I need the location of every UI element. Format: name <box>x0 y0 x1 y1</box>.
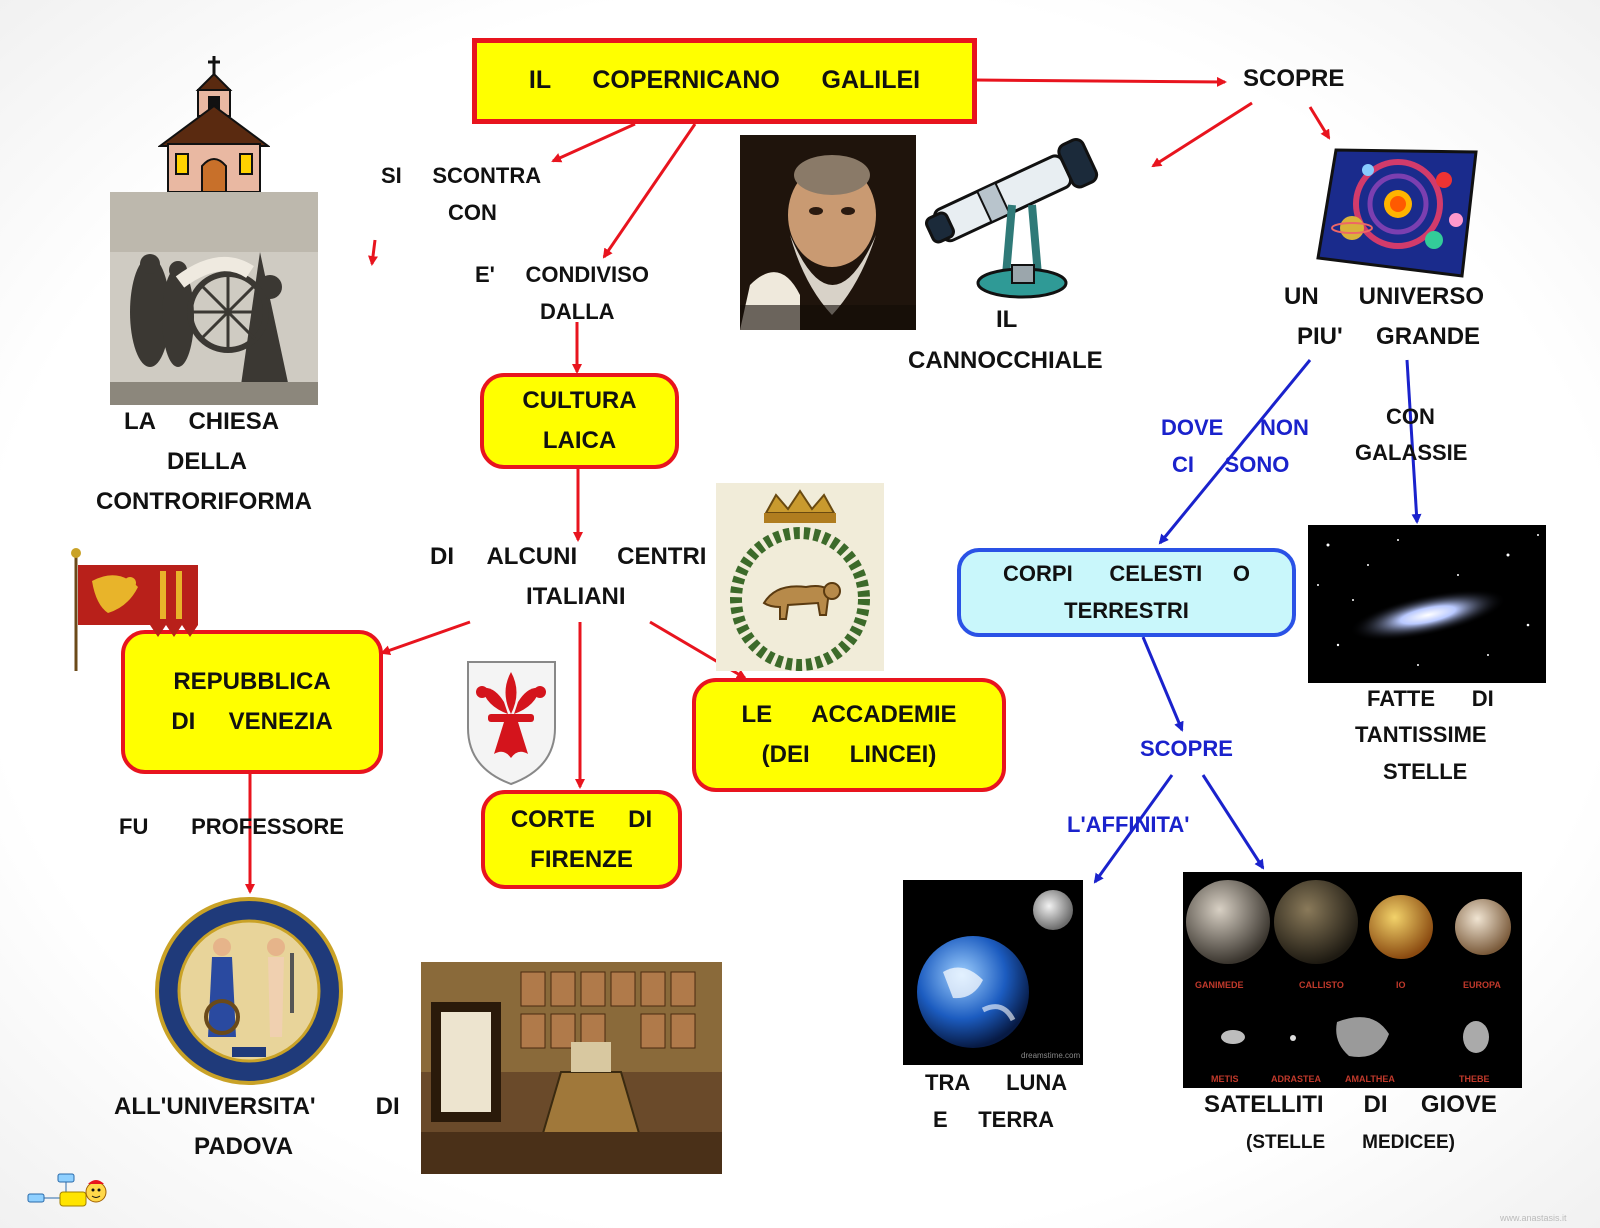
firenze-label: FIRENZE <box>530 845 633 873</box>
professore-label: FU PROFESSORE <box>119 814 344 839</box>
piu-grande-label: PIU' GRANDE <box>1297 323 1481 350</box>
moon-label-callisto: CALLISTO <box>1299 980 1344 990</box>
con-label: CON <box>448 200 497 225</box>
repubblica-label: REPUBBLICA <box>173 668 331 696</box>
padova-university-seal-icon <box>152 897 347 1085</box>
si-scontra-label: SI SCONTRA <box>381 163 542 188</box>
lincei-label: (DEI LINCEI) <box>761 741 937 768</box>
moon-label-metis: METIS <box>1211 1074 1239 1084</box>
dreamstime-watermark: dreamstime.com <box>1021 1051 1080 1060</box>
dove-non-label: DOVE NON <box>1161 415 1309 440</box>
cultura-label: CULTURA <box>522 387 637 415</box>
padova-label: PADOVA <box>194 1133 294 1160</box>
stelle-label: STELLE <box>1383 759 1468 784</box>
moon-label-ganimede: GANIMEDE <box>1195 980 1244 990</box>
con-galassie-label-1: CON <box>1386 404 1435 429</box>
chiesa-label-3: CONTRORIFORMA <box>96 488 312 515</box>
affinita-label: L'AFFINITA' <box>1067 812 1190 837</box>
jupiter-moons-photo-image: GANIMEDE CALLISTO IO EUROPA METIS ADRAST… <box>1183 872 1522 1088</box>
tra-luna-label: TRA LUNA <box>925 1070 1068 1095</box>
di-venezia-label: DI VENEZIA <box>171 708 333 735</box>
galaxy-image <box>1308 525 1546 683</box>
cannocchiale-label: CANNOCCHIALE <box>908 347 1103 374</box>
corpi-label: CORPI CELESTI O <box>1003 561 1250 587</box>
venetian-flag-icon <box>68 547 200 673</box>
fatte-label: FATTE DI <box>1367 686 1494 711</box>
moon-label-amalthea: AMALTHEA <box>1345 1074 1395 1084</box>
university-hall-photo-image <box>421 962 722 1174</box>
satelliti-label: SATELLITI DI GIOVE <box>1204 1091 1497 1118</box>
laica-label: LAICA <box>542 427 617 454</box>
universita-label: ALL'UNIVERSITA' DI <box>114 1093 400 1120</box>
condiviso-label: E' CONDIVISO <box>475 262 649 287</box>
corte-firenze-box: CORTE DI FIRENZE <box>481 790 682 889</box>
scopre-label-top: SCOPRE <box>1243 65 1345 92</box>
moon-label-thebe: THEBE <box>1459 1074 1490 1084</box>
solar-system-icon <box>1316 140 1482 280</box>
moon-label-adrastea: ADRASTEA <box>1271 1074 1322 1084</box>
venezia-box: REPUBBLICA DI VENEZIA <box>121 630 383 774</box>
moon-label-europa: EUROPA <box>1463 980 1501 990</box>
centri-label: DI ALCUNI CENTRI <box>430 543 707 570</box>
galileo-portrait-image <box>740 135 916 330</box>
cultura-laica-box: CULTURA LAICA <box>480 373 679 469</box>
corner-watermark: www.anastasis.it <box>1500 1213 1567 1223</box>
medicee-label: (STELLE MEDICEE) <box>1246 1132 1456 1153</box>
terrestri-label: TERRESTRI <box>1064 597 1189 623</box>
accademie-label: LE ACCADEMIE <box>741 701 957 729</box>
church-icon <box>158 54 270 194</box>
mapper-logo-icon <box>26 1172 112 1214</box>
earth-moon-photo-image: dreamstime.com <box>903 880 1083 1065</box>
il-label: IL <box>996 306 1018 333</box>
dalla-label: DALLA <box>540 299 615 324</box>
lincei-lynx-emblem-icon <box>716 483 884 671</box>
scopre-label-blue: SCOPRE <box>1140 736 1233 761</box>
telescope-icon <box>922 115 1102 305</box>
inquisition-engraving-image <box>110 192 318 405</box>
e-terra-label: E TERRA <box>933 1107 1055 1132</box>
con-galassie-label-2: GALASSIE <box>1355 440 1468 465</box>
title-box: IL COPERNICANO GALILEI <box>472 38 977 124</box>
title-text: IL COPERNICANO GALILEI <box>528 66 921 95</box>
corpi-celesti-box: CORPI CELESTI O TERRESTRI <box>957 548 1296 637</box>
chiesa-label-1: LA CHIESA <box>124 408 280 435</box>
chiesa-label-2: DELLA <box>167 448 247 475</box>
accademie-box: LE ACCADEMIE (DEI LINCEI) <box>692 678 1006 792</box>
moon-label-io: IO <box>1396 980 1406 990</box>
florence-lily-crest-icon <box>464 658 559 786</box>
universo-label: UN UNIVERSO <box>1284 283 1485 310</box>
tantissime-label: TANTISSIME <box>1355 722 1487 747</box>
corte-label: CORTE DI <box>510 805 653 833</box>
italiani-label: ITALIANI <box>526 583 626 610</box>
ci-sono-label: CI SONO <box>1172 452 1290 477</box>
